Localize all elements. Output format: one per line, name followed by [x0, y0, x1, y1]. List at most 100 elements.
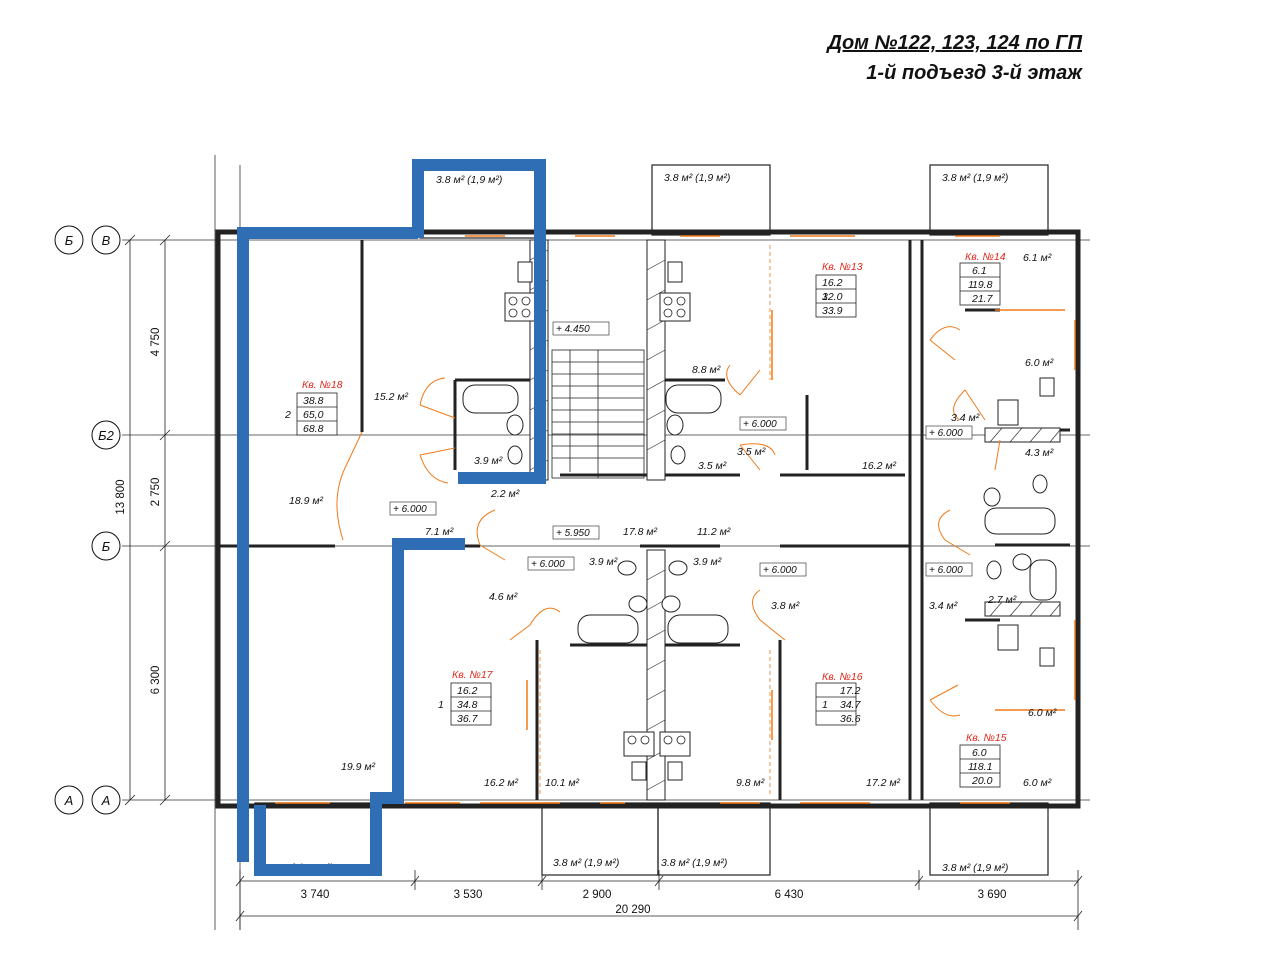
bathtub-icon — [462, 384, 519, 414]
bathtub-icon — [577, 614, 639, 644]
axis-marker-b — [91, 531, 121, 561]
apartment-rooms-15: 1 — [968, 761, 974, 773]
room-area: 8.8 м² — [692, 364, 721, 376]
room-area: 6.0 м² — [1025, 357, 1054, 369]
room-area: 16.2 м² — [484, 777, 519, 789]
room-area: 2.2 м² — [490, 488, 520, 500]
apartment-area-16-living: 17.2 — [840, 685, 861, 697]
room-area: 2.7 м² — [987, 594, 1017, 606]
balcony-label-3: 3.8 м² (1,9 м²) — [942, 172, 1008, 184]
apartment-area-18-total: 65,0 — [303, 409, 324, 421]
room-area: 6.1 м² — [1023, 252, 1052, 264]
outer-walls — [215, 229, 1081, 809]
level-mark: + 6.000 — [531, 559, 565, 570]
room-area: 3.4 м² — [951, 412, 980, 424]
room-area: 6.0 м² — [1023, 777, 1052, 789]
apartment-name-18: Кв. №18 — [302, 379, 343, 391]
apartment-area-17-living: 16.2 — [457, 685, 478, 697]
axis-markers — [54, 225, 121, 815]
room-area: 11.2 м² — [697, 526, 731, 538]
inner-walls — [218, 240, 1070, 800]
plan-title: Дом №122, 123, 124 по ГП — [827, 32, 1082, 54]
highlighted-apartment-outline — [237, 159, 546, 876]
room-area: 3.9 м² — [693, 556, 722, 568]
apartment-area-14-gross: 21.7 — [971, 293, 994, 305]
room-area-labels: 6.1 м² 15.2 м² 8.8 м² 6.0 м² 3.4 м² 3.9 … — [289, 252, 1057, 789]
balcony-6 — [657, 802, 771, 876]
apartment-rooms-16: 1 — [822, 699, 828, 711]
apartment-area-14-total: 19.8 — [972, 279, 993, 291]
apartment-area-15-gross: 20.0 — [971, 775, 993, 787]
apartment-area-15-total: 18.1 — [972, 761, 992, 773]
stove-icon — [659, 292, 691, 322]
staircase — [551, 349, 645, 479]
axis-lines — [122, 155, 1090, 930]
sink-icon — [506, 414, 524, 436]
toilet-icon — [670, 445, 686, 465]
dim-v-6300: 6 300 — [150, 666, 162, 695]
kitchen-sinks — [517, 261, 1055, 781]
room-area: 18.9 м² — [289, 495, 324, 507]
room-area: 7.1 м² — [425, 526, 454, 538]
level-mark: + 6.000 — [929, 565, 963, 576]
balcony-2 — [651, 164, 771, 236]
room-area: 3.9 м² — [589, 556, 618, 568]
room-area: 3.9 м² — [474, 455, 503, 467]
bathtub-icon — [665, 384, 722, 414]
bathtub-icon — [984, 507, 1056, 535]
kitchen-sink-icon — [1039, 377, 1055, 397]
level-mark: + 4.450 — [556, 324, 590, 335]
level-mark: + 6.000 — [929, 428, 963, 439]
room-area: 9.8 м² — [736, 777, 765, 789]
room-boundaries — [539, 245, 771, 795]
shaft-3 — [646, 549, 666, 801]
room-area: 10.1 м² — [545, 777, 580, 789]
toilet-icon — [1032, 474, 1048, 494]
balcony-label-5: 3.8 м² (1,9 м²) — [553, 857, 619, 869]
room-area: 4.6 м² — [489, 591, 518, 603]
axis-label-b: Б — [102, 539, 111, 554]
apartment-area-17-gross: 36.7 — [457, 713, 479, 725]
plumbing-fixtures — [462, 384, 1057, 644]
apartment-area-13-total: 32.0 — [822, 291, 843, 303]
kitchen-sink-icon — [667, 261, 683, 283]
apartment-name-13: Кв. №13 — [822, 261, 863, 273]
stove-icon — [504, 292, 536, 322]
room-area: 3.8 м² — [771, 600, 800, 612]
apartment-area-13-living: 16.2 — [822, 277, 843, 289]
apartment-area-15-living: 6.0 — [972, 747, 987, 759]
room-area: 6.0 м² — [1028, 707, 1057, 719]
dim-h-6430: 6 430 — [775, 889, 804, 901]
apartment-name-16: Кв. №16 — [822, 671, 863, 683]
toilet-icon — [986, 560, 1002, 580]
room-area: 19.9 м² — [341, 761, 376, 773]
apartment-label-boxes — [296, 262, 1001, 788]
apartment-rooms-18: 2 — [284, 409, 291, 421]
kitchen-sink-icon — [667, 761, 683, 781]
room-area: 4.3 м² — [1025, 447, 1054, 459]
shaft-2 — [646, 239, 666, 481]
dim-h-3740: 3 740 — [301, 889, 330, 901]
dim-v-13800: 13 800 — [115, 479, 127, 514]
balcony-label-1: 3.8 м² (1,9 м²) — [436, 174, 502, 186]
dim-h-3530: 3 530 — [454, 889, 483, 901]
room-area: 17.2 м² — [866, 777, 901, 789]
level-mark: + 5.950 — [556, 528, 590, 539]
apartment-rooms-14: 1 — [968, 279, 974, 291]
shaft-4 — [984, 427, 1061, 443]
kitchen-sink-icon — [1039, 647, 1055, 667]
apartment-area-18-living: 38.8 — [303, 395, 324, 407]
apartment-area-13-gross: 33.9 — [822, 305, 843, 317]
room-area: 15.2 м² — [374, 391, 409, 403]
axis-marker-a — [91, 785, 121, 815]
room-area: 16.2 м² — [862, 460, 897, 472]
apartment-name-15: Кв. №15 — [966, 732, 1007, 744]
stove-icon — [623, 731, 655, 757]
apartment-area-16-total: 34.7 — [840, 699, 862, 711]
level-mark: + 6.000 — [763, 565, 797, 576]
vertical-dimensions — [124, 234, 171, 806]
axis-marker-b2 — [91, 420, 121, 450]
dim-h-total: 20 290 — [615, 904, 650, 916]
apartment-rooms-13: 1 — [822, 291, 828, 303]
